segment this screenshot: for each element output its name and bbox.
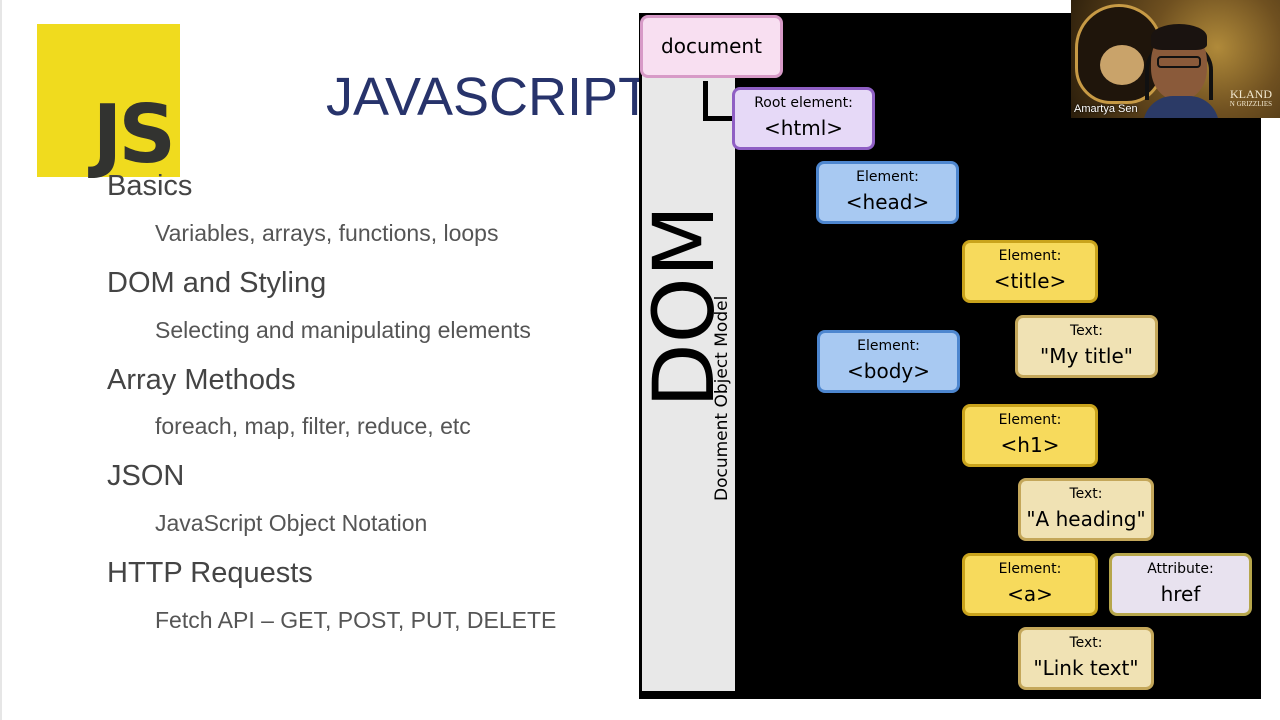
node-a: Element: <a> [962,553,1098,616]
node-label: Element: [856,169,919,185]
org-line2: N GRIZZLIES [1229,100,1272,108]
dom-diagram: DOM Document Object Model document Root … [635,13,1261,699]
presenter-hair [1151,24,1207,50]
topic-sub-basics: Variables, arrays, functions, loops [155,220,499,246]
node-value: <title> [993,269,1067,294]
node-html: Root element: <html> [732,87,875,150]
node-value: <head> [845,190,930,215]
js-logo-text: JS [92,88,176,181]
background-org-logo: KLAND N GRIZZLIES [1230,88,1272,108]
node-label: Attribute: [1147,561,1214,577]
node-value: "Link text" [1033,656,1139,681]
node-value: document [661,34,762,58]
node-body: Element: <body> [817,330,960,393]
node-h1-text: Text: "A heading" [1018,478,1154,541]
node-value: <a> [1007,582,1053,607]
node-h1: Element: <h1> [962,404,1098,467]
js-logo: JS [37,24,180,177]
node-value: href [1160,582,1201,607]
org-line1: KLAND [1230,87,1272,101]
node-value: "A heading" [1026,507,1146,532]
webcam-video-tile[interactable]: KLAND N GRIZZLIES Amartya Sen [1071,0,1280,118]
glasses-icon [1157,56,1201,68]
node-head: Element: <head> [816,161,959,224]
node-value: "My title" [1040,344,1133,369]
node-label: Root element: [754,95,853,111]
topic-sub-http: Fetch API – GET, POST, PUT, DELETE [155,607,557,633]
node-document: document [640,15,783,78]
presenter-shirt [1143,96,1219,118]
topic-heading-array-methods: Array Methods [107,364,296,396]
topic-heading-basics: Basics [107,170,193,202]
node-title: Element: <title> [962,240,1098,303]
node-label: Text: [1069,323,1104,339]
topic-sub-array-methods: foreach, map, filter, reduce, etc [155,413,471,439]
topic-heading-http: HTTP Requests [107,557,313,589]
node-href: Attribute: href [1109,553,1252,616]
tree-connector [703,81,735,121]
topic-heading-json: JSON [107,460,185,492]
node-value: <html> [763,116,844,141]
node-label: Text: [1069,635,1103,651]
slide-title: JAVASCRIPT [326,67,652,127]
node-label: Element: [998,561,1062,577]
node-label: Element: [857,338,920,354]
dom-sub-label: Document Object Model [712,295,732,501]
node-title-text: Text: "My title" [1015,315,1158,378]
node-value: <h1> [1000,433,1060,458]
node-label: Element: [998,412,1062,428]
slide-border [0,0,2,720]
topic-heading-dom: DOM and Styling [107,267,327,299]
node-label: Element: [998,248,1062,264]
bear-face [1100,45,1144,85]
topic-sub-dom: Selecting and manipulating elements [155,317,531,343]
participant-name: Amartya Sen [1074,103,1138,115]
dom-label-bar: DOM Document Object Model [635,53,735,691]
node-label: Text: [1069,486,1103,502]
topic-sub-json: JavaScript Object Notation [155,510,428,536]
node-a-text: Text: "Link text" [1018,627,1154,690]
node-value: <body> [847,359,930,384]
